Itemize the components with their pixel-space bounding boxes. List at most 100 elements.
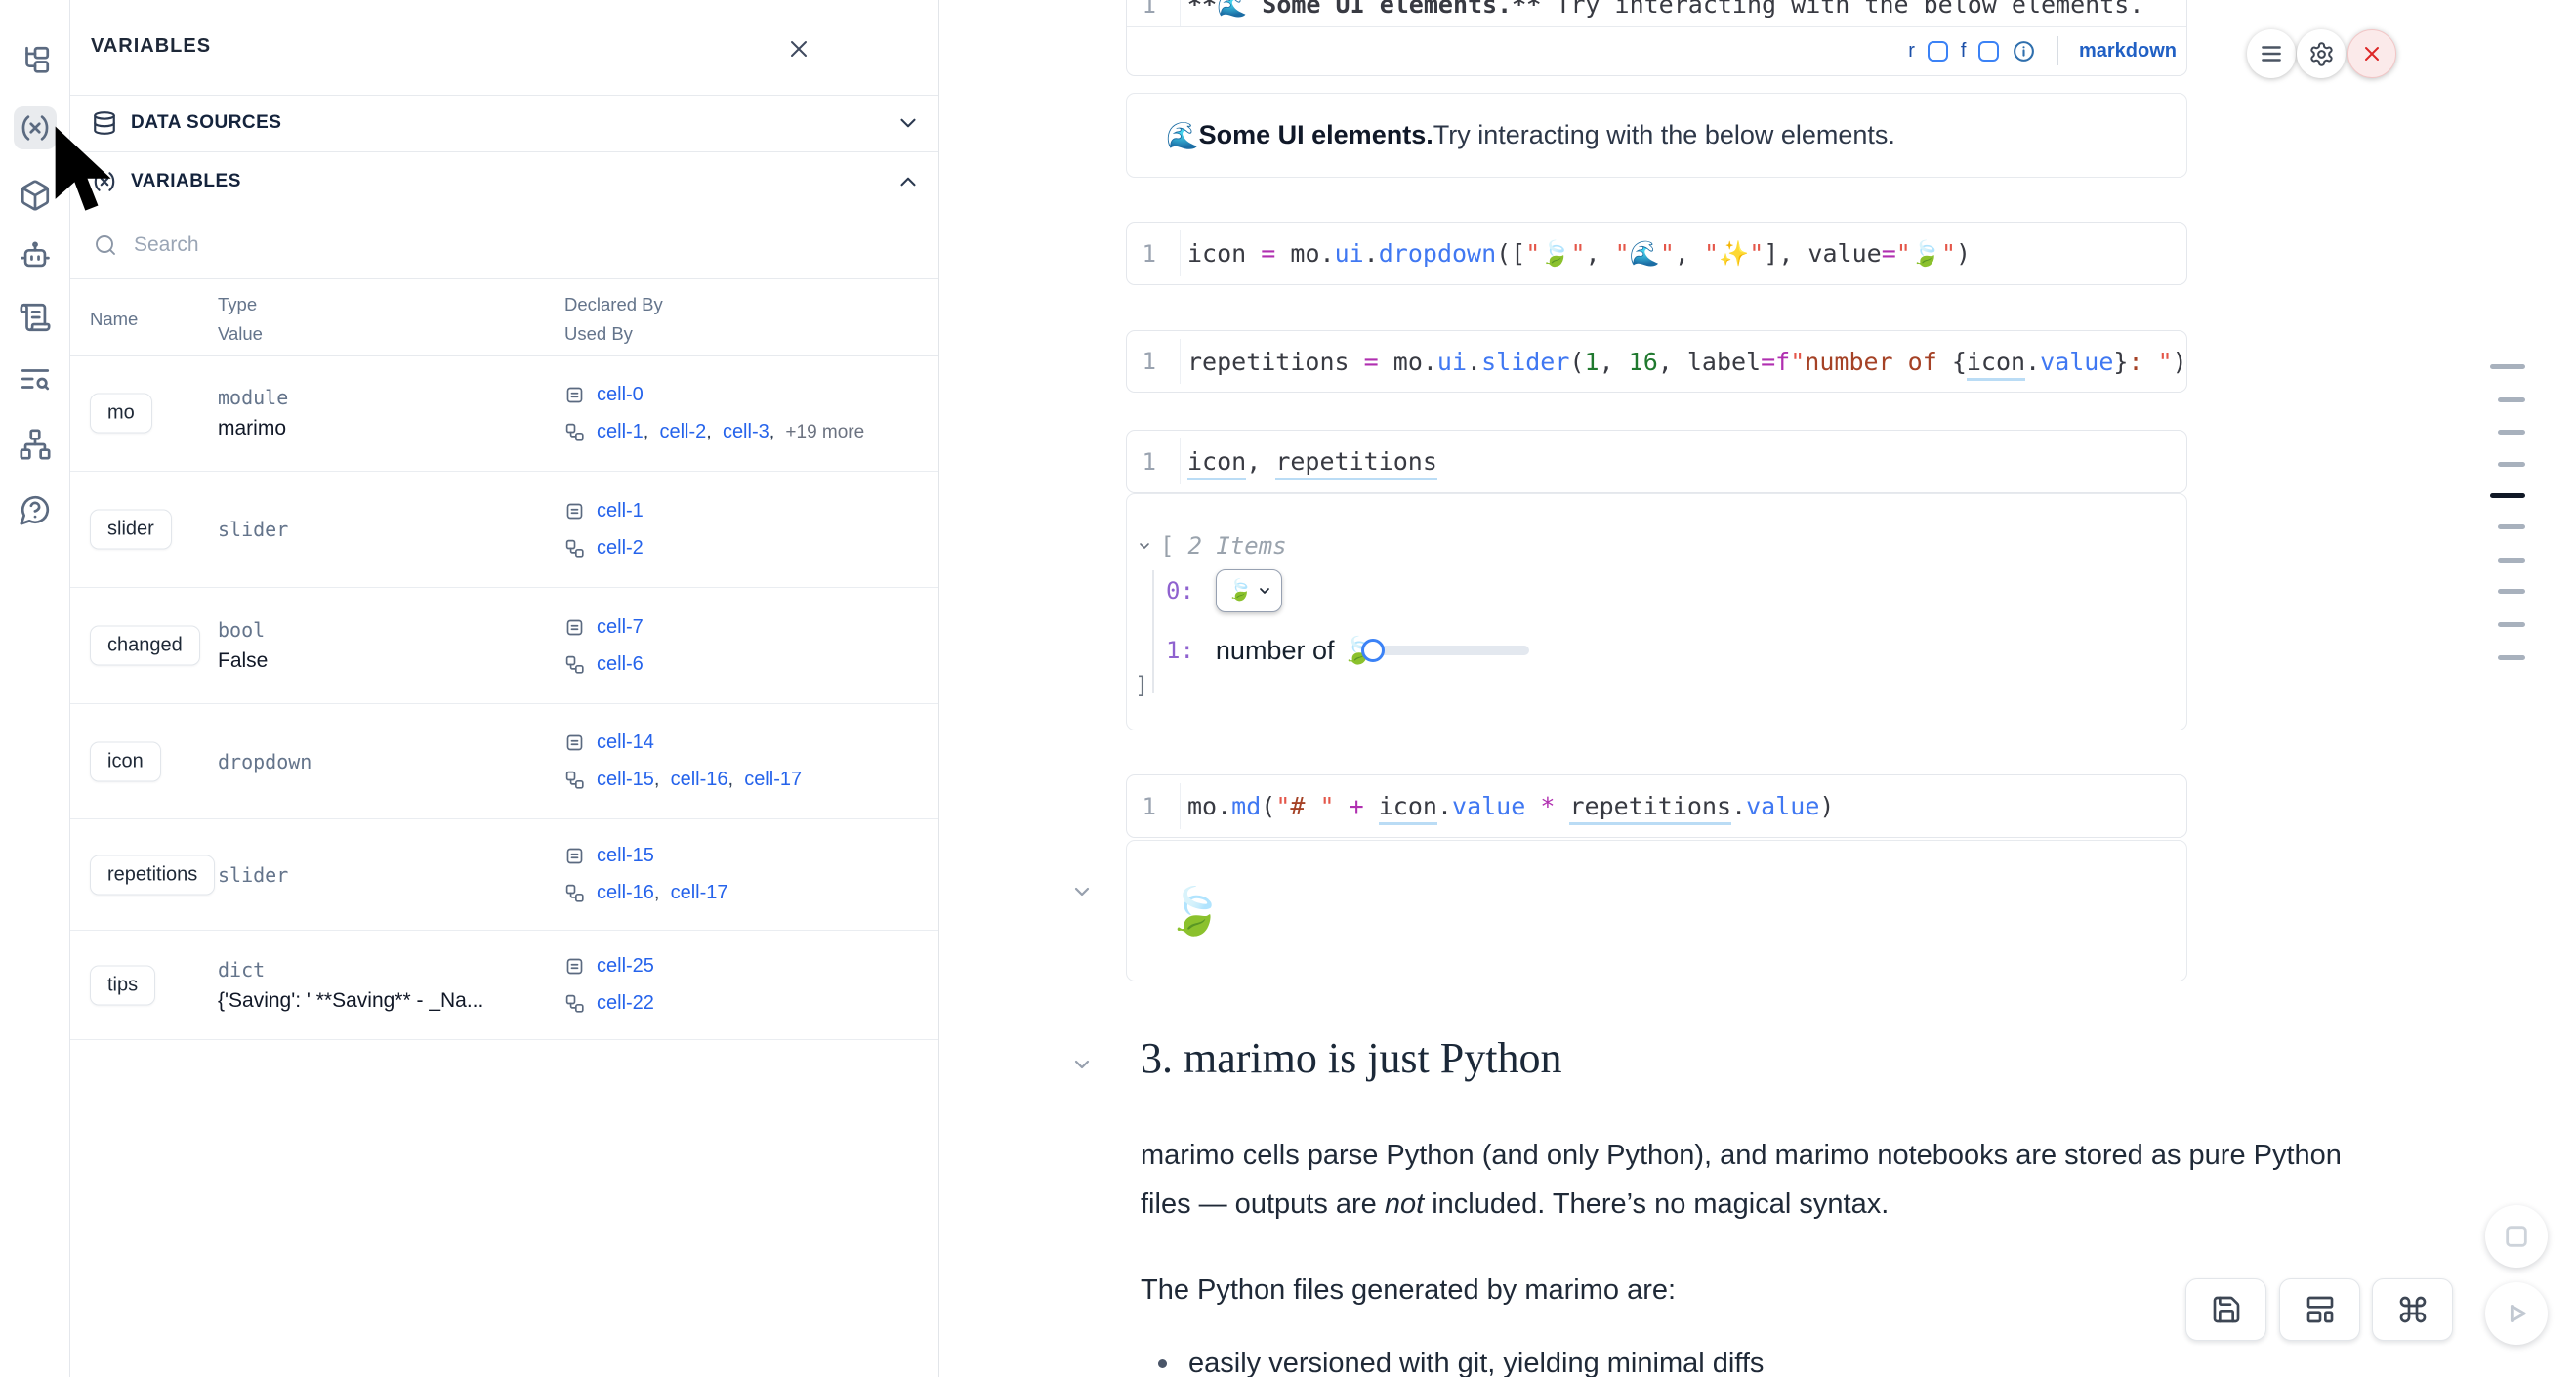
minimap-cell-marker[interactable] [2498, 589, 2525, 594]
markdown-cell-editor[interactable]: 1 **🌊 Some UI elements.** Try interactin… [1126, 0, 2187, 76]
variable-type: bool [218, 618, 266, 642]
variable-type: dict [218, 957, 266, 981]
cell-link[interactable]: cell-22 [597, 992, 654, 1014]
format-checkbox[interactable] [1978, 40, 2000, 62]
sidebar-item-variables[interactable] [14, 106, 57, 149]
reactive-toggle-label: r [1908, 39, 1915, 62]
hamburger-menu-icon [2262, 46, 2281, 62]
separator: , [653, 882, 671, 903]
output-emoji: 🌊 [1166, 120, 1199, 150]
cell-link[interactable]: cell-17 [670, 882, 728, 903]
code-line[interactable]: icon, repetitions [1168, 447, 1437, 480]
square-icon [2506, 1226, 2527, 1247]
minimap-cell-marker[interactable] [2490, 493, 2525, 498]
variable-name-badge[interactable]: changed [90, 625, 200, 666]
code-line[interactable]: icon = mo.ui.dropdown(["🍃", "🌊", "✨"], v… [1168, 239, 1971, 269]
sidebar-item-dependencies[interactable] [14, 423, 57, 466]
keyboard-shortcuts-button[interactable] [2372, 1278, 2453, 1341]
code-cell-expression[interactable]: 1 icon, repetitions [1126, 430, 2187, 493]
section-data-sources[interactable]: DATA SOURCES [70, 95, 938, 151]
code-cell-slider[interactable]: 1 repetitions = mo.ui.slider(1, 16, labe… [1126, 330, 2187, 393]
cell-link[interactable]: cell-25 [597, 955, 654, 977]
declared-used-cells: cell-7 cell-6 [564, 588, 644, 703]
minimap-cell-marker[interactable] [2498, 558, 2525, 563]
line-number: 1 [1142, 792, 1156, 820]
cell-link[interactable]: cell-1 [597, 499, 644, 522]
collapse-data-sources-button[interactable] [895, 110, 921, 136]
cell-link[interactable]: cell-14 [597, 731, 654, 753]
info-icon[interactable] [2012, 39, 2036, 63]
panel-close-button[interactable] [781, 31, 816, 66]
variable-name-badge[interactable]: slider [90, 509, 172, 550]
chevron-down-icon [1260, 588, 1269, 594]
cell-link[interactable]: cell-3 [722, 420, 769, 442]
slider-track[interactable] [1373, 646, 1529, 655]
code-line[interactable]: **🌊 Some UI elements.** Try interacting … [1168, 0, 2143, 20]
cell-link[interactable]: cell-6 [597, 652, 644, 675]
section-variables[interactable]: VARIABLES [70, 151, 938, 212]
cell-link[interactable]: cell-15 [597, 845, 654, 866]
cell-link[interactable]: cell-17 [744, 769, 803, 790]
close-icon [791, 41, 807, 57]
sidebar-item-snippets[interactable] [14, 296, 57, 339]
cell-link[interactable]: cell-0 [597, 383, 644, 405]
cell-link[interactable]: cell-1 [597, 420, 644, 442]
variable-name-badge[interactable]: tips [90, 965, 156, 1005]
layout-toggle-button[interactable] [2279, 1278, 2360, 1341]
code-token: 🍃 [1540, 238, 1571, 268]
more-cells-label[interactable]: +19 more [785, 421, 865, 442]
code-token: ✨ [1719, 238, 1750, 268]
minimap-cell-marker[interactable] [2498, 430, 2525, 435]
code-token: " [1940, 238, 1957, 268]
code-token: + [1349, 792, 1364, 820]
reactive-checkbox[interactable] [1927, 40, 1948, 62]
declared-by-line: cell-7 [564, 616, 644, 639]
save-button[interactable] [2185, 1278, 2266, 1341]
cell-link[interactable]: cell-16 [597, 882, 654, 903]
code-token: = [1261, 238, 1276, 268]
minimap-cell-marker[interactable] [2498, 397, 2525, 402]
collapse-section-button[interactable] [1070, 1053, 1094, 1076]
item-index: 1: [1166, 637, 1194, 664]
sidebar-item-help[interactable] [14, 488, 57, 531]
cell-menu-button[interactable] [2247, 29, 2296, 78]
variable-type: dropdown [218, 749, 312, 773]
collapse-output-button[interactable] [1070, 880, 1094, 903]
cell-link[interactable]: cell-2 [597, 536, 644, 559]
minimap-cell-marker[interactable] [2498, 524, 2525, 529]
sidebar-item-logs[interactable] [14, 357, 57, 400]
sidebar-item-packages[interactable] [14, 174, 57, 217]
code-cell-dropdown[interactable]: 1 icon = mo.ui.dropdown(["🍃", "🌊", "✨"],… [1126, 222, 2187, 285]
minimap-cell-marker[interactable] [2490, 364, 2525, 369]
slider-thumb[interactable] [1361, 639, 1385, 662]
collapse-variables-button[interactable] [895, 169, 921, 194]
sidebar-item-file-explorer[interactable] [14, 39, 57, 82]
database-icon [94, 111, 115, 135]
cell-link[interactable]: cell-16 [670, 769, 728, 790]
cell-link[interactable]: cell-7 [597, 615, 644, 638]
code-token: # [1290, 792, 1320, 820]
sidebar-item-ai-assistant[interactable] [14, 234, 57, 277]
declared-by-line: cell-1 [564, 500, 644, 522]
variable-name-badge[interactable]: repetitions [90, 855, 216, 895]
cell-link[interactable]: cell-2 [659, 420, 707, 442]
icon-dropdown-widget[interactable]: 🍃 [1215, 569, 1282, 612]
variables-search-input[interactable] [134, 233, 681, 257]
run-all-button[interactable] [2485, 1282, 2548, 1345]
tree-collapse-icon[interactable] [1137, 538, 1152, 554]
shutdown-button[interactable] [2347, 29, 2396, 78]
scratchpad-frame-button[interactable] [2485, 1205, 2548, 1268]
code-cell-md[interactable]: 1 mo.md("# " + icon.value * repetitions.… [1126, 774, 2187, 838]
settings-button[interactable] [2297, 29, 2346, 78]
variable-name-badge[interactable]: icon [90, 741, 161, 781]
language-toggle-button[interactable]: markdown [2078, 39, 2177, 62]
cell-link[interactable]: cell-15 [597, 769, 654, 790]
minimap-cell-marker[interactable] [2498, 655, 2525, 660]
code-line[interactable]: repetitions = mo.ui.slider(1, 16, label=… [1168, 347, 2187, 381]
variable-name-badge[interactable]: mo [90, 393, 152, 434]
code-line[interactable]: mo.md("# " + icon.value * repetitions.va… [1168, 792, 1834, 825]
minimap-cell-marker[interactable] [2498, 622, 2525, 627]
minimap-cell-marker[interactable] [2498, 462, 2525, 467]
